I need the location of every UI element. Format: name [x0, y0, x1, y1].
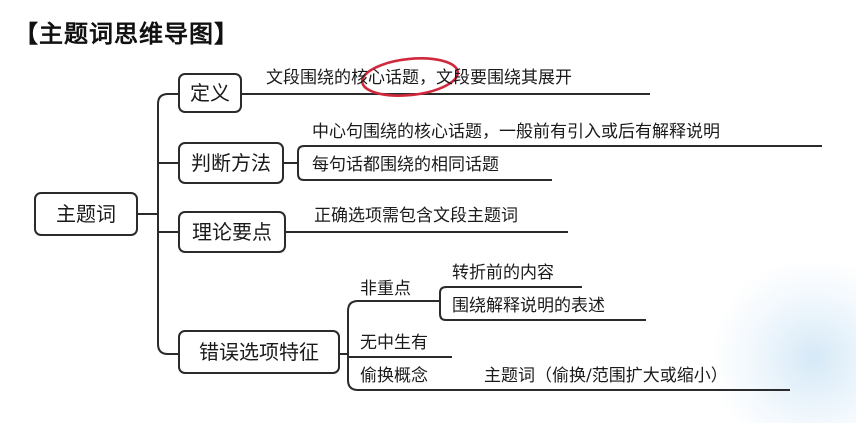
theory-text: 正确选项需包含文段主题词 [314, 206, 518, 226]
definition-text: 文段围绕的核心话题，文段要围绕其展开 [266, 70, 572, 87]
highlight-circle [360, 57, 460, 97]
definition-highlight: 核心话题 [351, 68, 419, 88]
node-definition: 定义 [178, 73, 242, 113]
node-errors: 错误选项特征 [178, 330, 340, 374]
node-method-label: 判断方法 [191, 151, 271, 175]
root-label: 主题词 [56, 202, 116, 226]
root-node: 主题词 [34, 192, 138, 236]
node-theory: 理论要点 [178, 211, 286, 253]
page-title: 【主题词思维导图】 [14, 20, 239, 48]
swap-label: 偷换概念 [360, 366, 428, 386]
method-item: 中心句围绕的核心话题，一般前有引入或后有解释说明 [312, 122, 720, 142]
node-errors-label: 错误选项特征 [199, 340, 319, 364]
fabricate-label: 无中生有 [360, 333, 428, 353]
method-item: 每句话都围绕的相同话题 [312, 155, 499, 175]
node-method: 判断方法 [178, 142, 284, 184]
non-key-item: 转折前的内容 [452, 263, 554, 283]
node-definition-label: 定义 [190, 81, 230, 105]
definition-text-before: 文段围绕的 [266, 68, 351, 88]
node-theory-label: 理论要点 [192, 220, 272, 244]
non-key-item: 围绕解释说明的表述 [452, 296, 605, 316]
non-key-label: 非重点 [360, 279, 411, 299]
swap-text: 主题词（偷换/范围扩大或缩小） [484, 366, 728, 386]
definition-text-after: ，文段要围绕其展开 [419, 68, 572, 88]
